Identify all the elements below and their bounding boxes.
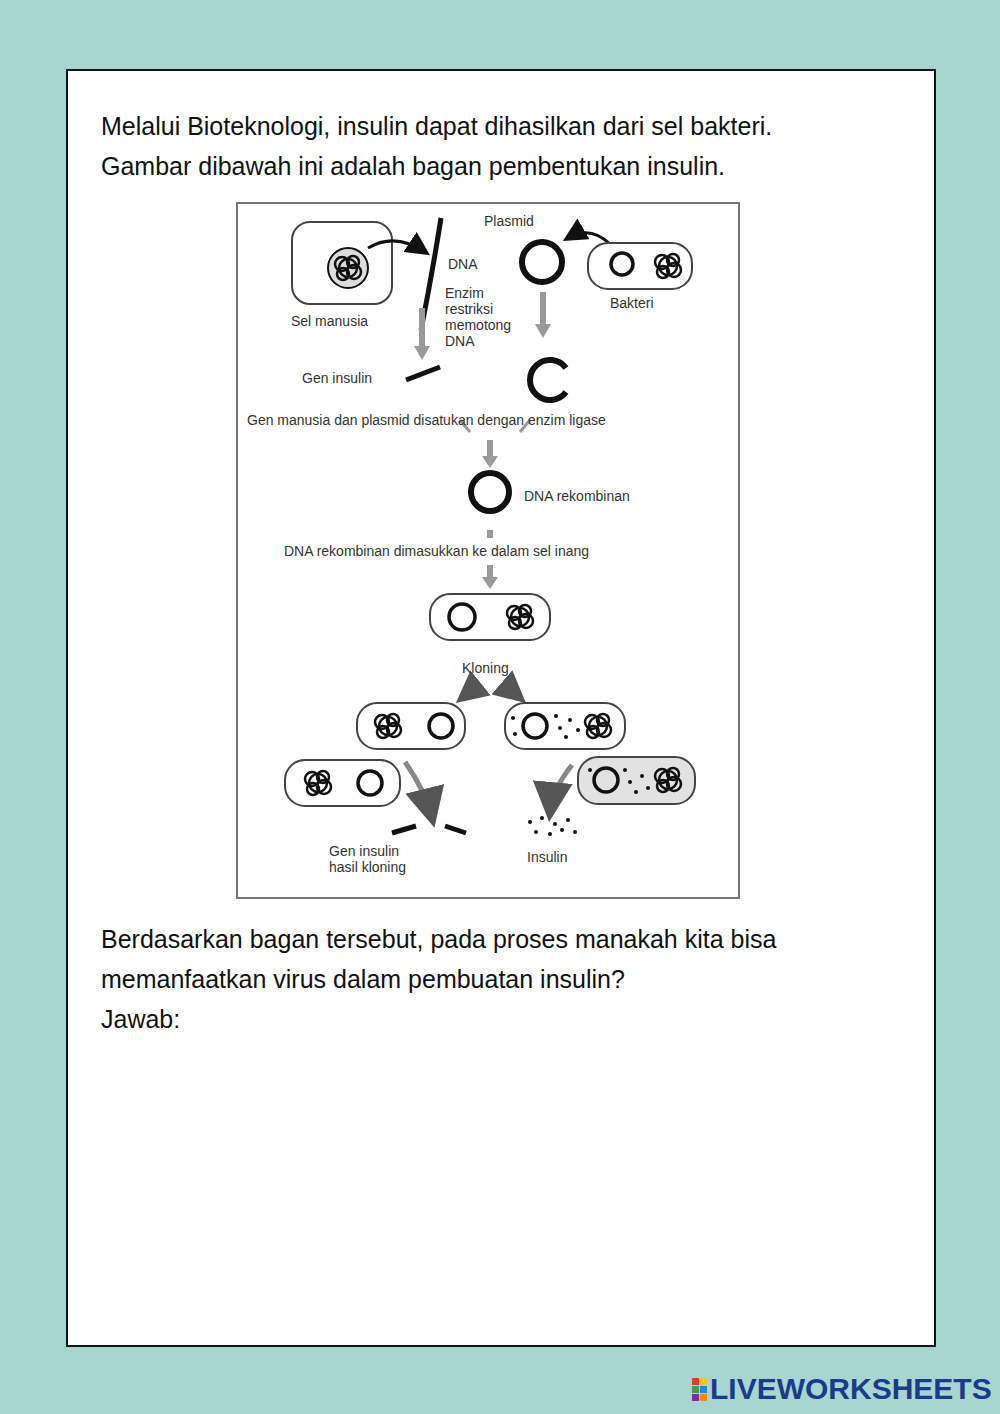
step-label: Kloning bbox=[462, 660, 509, 676]
part-label: Plasmid bbox=[484, 213, 534, 229]
answer-label: Jawab: bbox=[101, 1005, 180, 1034]
intro-text: Gambar dibawah ini adalah bagan pembentu… bbox=[101, 152, 725, 181]
part-label: DNA bbox=[448, 256, 478, 272]
step-label: Gen manusia dan plasmid disatukan dengan… bbox=[247, 412, 606, 428]
part-label: Gen insulin hasil kloning bbox=[329, 843, 429, 875]
part-label: Gen insulin bbox=[302, 370, 372, 386]
question-text: memanfaatkan virus dalam pembuatan insul… bbox=[101, 965, 625, 994]
part-label: Insulin bbox=[527, 849, 567, 865]
intro-text: Melalui Bioteknologi, insulin dapat diha… bbox=[101, 112, 772, 141]
part-label: Bakteri bbox=[610, 295, 654, 311]
part-label: DNA rekombinan bbox=[524, 488, 630, 504]
question-text: Berdasarkan bagan tersebut, pada proses … bbox=[101, 925, 776, 954]
step-label: DNA rekombinan dimasukkan ke dalam sel i… bbox=[284, 543, 589, 559]
watermark: LIVEWORKSHEETS bbox=[710, 1372, 992, 1407]
part-label: Sel manusia bbox=[291, 313, 368, 329]
process-label: Enzim restriksi memotong DNA bbox=[445, 285, 525, 349]
